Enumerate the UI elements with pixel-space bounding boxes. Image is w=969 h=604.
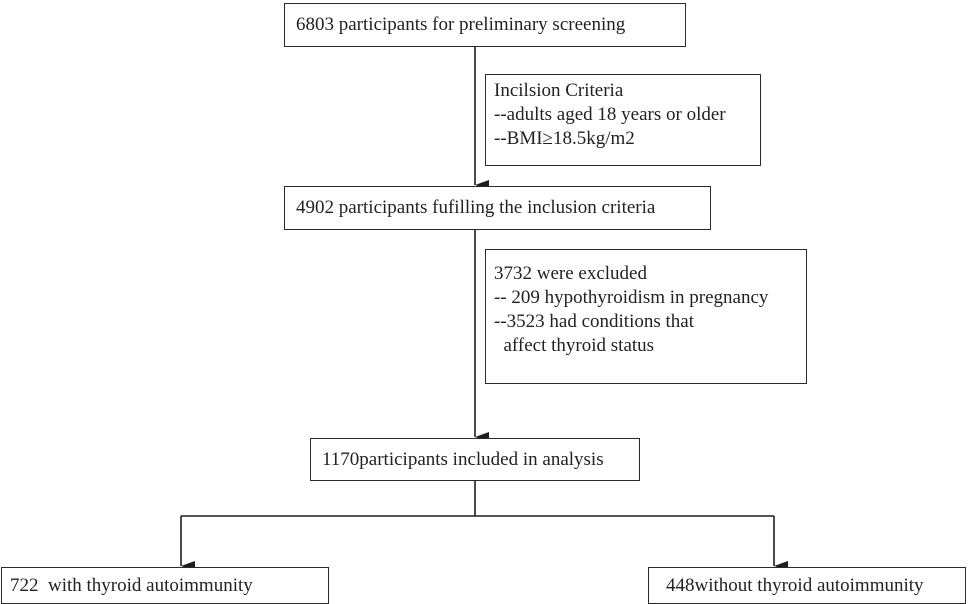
fulfilling-criteria-text: 4902 participants fufilling the inclusio…	[296, 197, 656, 218]
without-autoimmunity-box: 448without thyroid autoimmunity	[648, 567, 966, 604]
with-autoimmunity-box: 722 with thyroid autoimmunity	[1, 567, 329, 604]
analysis-text: 1170participants included in analysis	[322, 448, 604, 470]
exclusion-conditions: --3523 had conditions that	[494, 311, 694, 332]
analysis-box: 1170participants included in analysis	[310, 438, 640, 481]
exclusion-box: 3732 were excluded -- 209 hypothyroidism…	[485, 249, 807, 384]
with-autoimmunity-text: 722 with thyroid autoimmunity	[10, 574, 253, 596]
exclusion-pregnancy: -- 209 hypothyroidism in pregnancy	[494, 287, 769, 308]
without-autoimmunity-text: 448without thyroid autoimmunity	[666, 574, 924, 596]
screening-text: 6803 participants for preliminary screen…	[296, 14, 626, 35]
inclusion-criteria-age: --adults aged 18 years or older	[494, 104, 726, 125]
inclusion-criteria-box: Incilsion Criteria --adults aged 18 year…	[485, 74, 761, 166]
fulfilling-criteria-box: 4902 participants fufilling the inclusio…	[284, 186, 711, 230]
exclusion-conditions-cont: affect thyroid status	[494, 335, 655, 356]
exclusion-title: 3732 were excluded	[494, 263, 647, 284]
inclusion-criteria-title: Incilsion Criteria	[494, 80, 624, 101]
screening-box: 6803 participants for preliminary screen…	[284, 3, 686, 47]
inclusion-criteria-bmi: --BMI≥18.5kg/m2	[494, 128, 635, 149]
